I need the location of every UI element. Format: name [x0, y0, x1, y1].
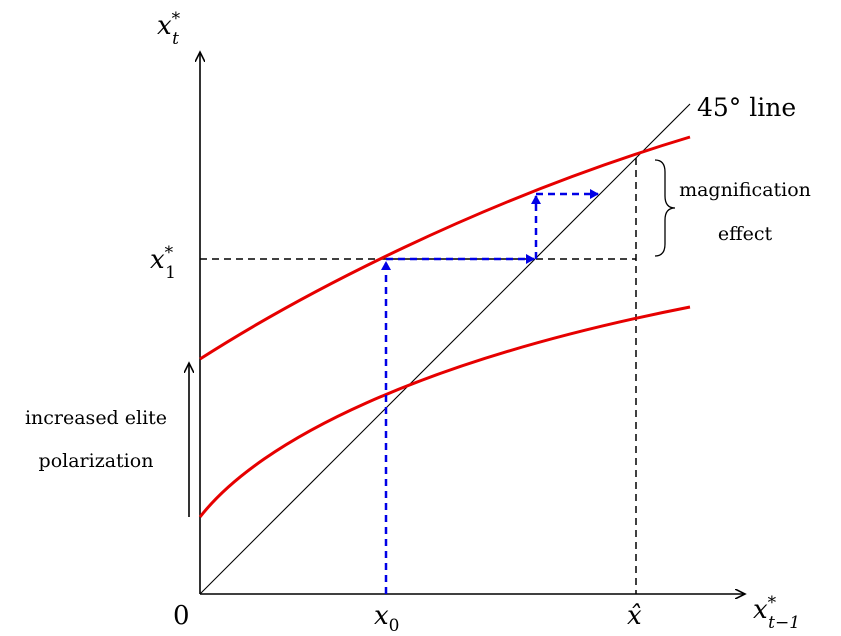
curve-high-polarization	[199, 135, 691, 361]
line-45-degree	[199, 103, 691, 595]
xhat-label: x̂	[627, 601, 642, 631]
origin-label: 0	[173, 601, 190, 631]
x0-label: x0	[374, 601, 400, 636]
polarization-label-line2: polarization	[39, 450, 154, 472]
magnification-label-line2: effect	[718, 223, 773, 245]
polarization-label-line1: increased elite	[25, 407, 167, 429]
magnification-brace	[654, 159, 676, 257]
x-axis-label: x*t−1	[753, 593, 800, 633]
line-45-label: 45° line	[697, 93, 796, 122]
y-axis-label: x*t	[157, 9, 181, 49]
curve-low-polarization	[198, 305, 691, 518]
x1-star-label: x*1	[150, 243, 176, 283]
magnification-label-line1: magnification	[679, 179, 811, 201]
